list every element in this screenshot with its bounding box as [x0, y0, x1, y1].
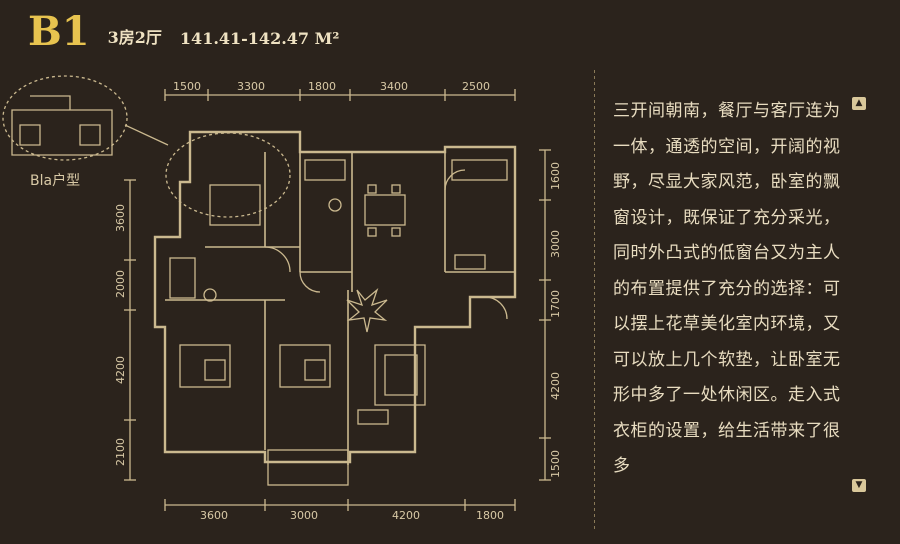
- inset-label: Bla户型: [30, 172, 80, 189]
- bottom-dim-1: 3600: [200, 509, 228, 522]
- inset-oval: [2, 75, 128, 161]
- right-dim-5: 1500: [549, 450, 562, 478]
- right-dim-ticks: [539, 149, 551, 481]
- left-dim-1: 3600: [114, 204, 127, 232]
- coffee-table: [357, 409, 389, 425]
- description-text: 三开间朝南，餐厅与客厅连为一体，通透的空间，开阔的视野，尽显大家风范，卧室的飘窗…: [613, 101, 841, 476]
- area-label: 141.41-142.47 M²: [179, 29, 340, 48]
- bathtub-2: [169, 257, 196, 299]
- right-dim-1: 1600: [549, 162, 562, 190]
- description-divider: [594, 70, 595, 530]
- sofa: [374, 344, 426, 406]
- unit-code: B1: [28, 8, 90, 55]
- top-dim-1: 1500: [173, 80, 201, 93]
- bottom-dim-ticks: [164, 499, 516, 511]
- toilet: [328, 198, 342, 212]
- inner-walls: [165, 152, 515, 465]
- top-dim-5: 2500: [462, 80, 490, 93]
- inset-plan: [11, 95, 113, 156]
- bed-1: [179, 344, 231, 388]
- bed-1-pillow: [204, 359, 226, 381]
- header: B1 3房2厅 141.41-142.47 M²: [28, 6, 339, 56]
- scroll-up-icon[interactable]: ▲: [852, 97, 866, 110]
- floor-plan: 1500 3300 1800 3400 2500 3600 3000 4200 …: [2, 75, 562, 522]
- left-dim-ticks: [124, 179, 136, 481]
- right-dim-2: 3000: [549, 230, 562, 258]
- outer-wall: [153, 130, 517, 464]
- top-dim-4: 3400: [380, 80, 408, 93]
- scroll-down-icon[interactable]: ▼: [852, 479, 866, 492]
- top-dim-3: 1800: [308, 80, 336, 93]
- callout-line: [124, 124, 169, 146]
- right-dim-3: 1700: [549, 290, 562, 318]
- kitchen-counter: [451, 159, 508, 181]
- bed-3: [209, 184, 261, 226]
- toilet-2: [203, 288, 217, 302]
- left-dim-3: 4200: [114, 356, 127, 384]
- bed-2: [279, 344, 331, 388]
- focus-oval: [165, 132, 291, 218]
- bottom-dim-2: 3000: [290, 509, 318, 522]
- left-dim-2: 2000: [114, 270, 127, 298]
- dining-table: [364, 194, 406, 226]
- plant-icon: [346, 288, 388, 333]
- door-arcs: [264, 169, 508, 320]
- layout-label: 3房2厅: [107, 28, 162, 47]
- stove: [454, 254, 486, 270]
- bed-2-pillow: [304, 359, 326, 381]
- bottom-dim-3: 4200: [392, 509, 420, 522]
- bathtub: [304, 159, 346, 181]
- balcony: [267, 449, 349, 486]
- left-dim-4: 2100: [114, 438, 127, 466]
- right-dim-4: 4200: [549, 372, 562, 400]
- bottom-dim-4: 1800: [476, 509, 504, 522]
- top-dim-ticks: [164, 89, 516, 101]
- top-dim-2: 3300: [237, 80, 265, 93]
- dining-chairs: [367, 184, 401, 237]
